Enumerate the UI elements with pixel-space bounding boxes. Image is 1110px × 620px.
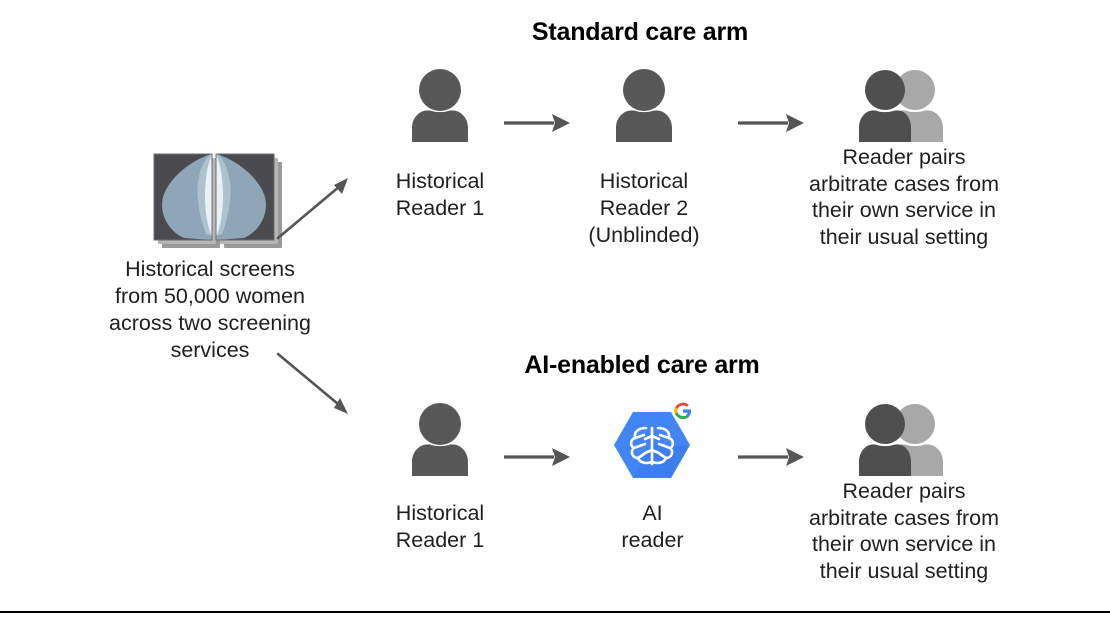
branch-arrow-down <box>272 348 360 420</box>
source-screens-icon <box>138 148 288 256</box>
std-arrow-2 <box>736 108 810 138</box>
google-g-icon <box>672 400 694 422</box>
ai-step1-label: Historical Reader 1 <box>395 501 485 552</box>
std-step1-icon <box>404 66 476 142</box>
std-step2-icon <box>608 66 680 142</box>
ai-step2-label: AI reader <box>621 501 684 552</box>
mammogram-screens-icon <box>153 153 282 248</box>
person-icon <box>412 403 468 476</box>
ai-arm-title: AI-enabled care arm <box>524 351 760 379</box>
ai-step2-icon <box>600 398 704 490</box>
std-step3-icon <box>853 66 951 142</box>
person-pair-icon <box>859 404 943 476</box>
ai-brain-hexagon-icon <box>614 400 694 478</box>
std-step3-label: Reader pairs arbitrate cases from their … <box>809 145 999 249</box>
person-icon <box>412 69 468 142</box>
ai-arrow-1 <box>502 442 576 472</box>
ai-step3-label: Reader pairs arbitrate cases from their … <box>809 479 999 583</box>
person-pair-icon <box>859 70 943 142</box>
person-icon <box>616 69 672 142</box>
bottom-divider <box>0 611 1110 613</box>
std-arrow-1 <box>502 108 576 138</box>
source-caption: Historical screens from 50,000 women acr… <box>109 257 311 362</box>
ai-step1-icon <box>404 400 476 476</box>
std-step2-label: Historical Reader 2 (Unblinded) <box>588 169 700 247</box>
ai-arrow-2 <box>736 442 810 472</box>
ai-step3-icon <box>853 400 951 476</box>
branch-arrow-up <box>272 172 360 244</box>
std-step1-label: Historical Reader 1 <box>395 169 485 220</box>
standard-arm-title: Standard care arm <box>531 18 749 46</box>
